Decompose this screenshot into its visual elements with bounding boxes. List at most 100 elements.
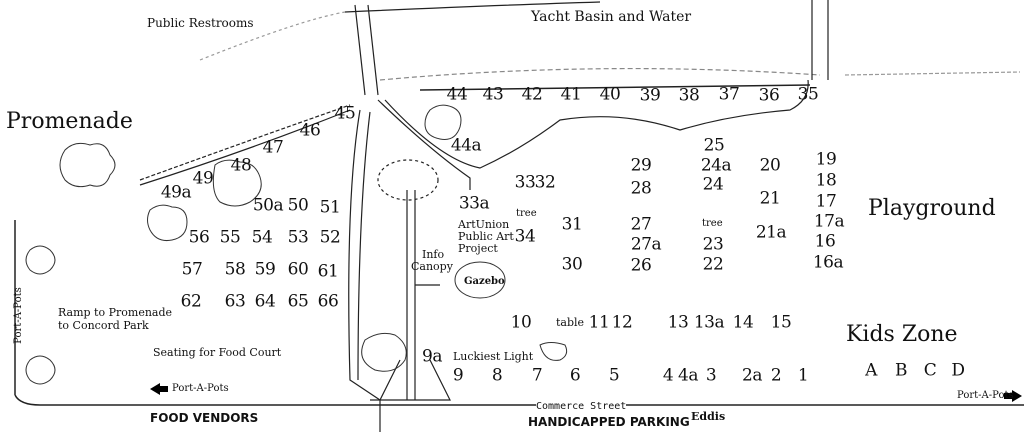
vendor-spot[interactable]: 9a (422, 346, 442, 367)
vendor-spot[interactable]: 44a (450, 135, 482, 156)
vendor-spot[interactable]: 28 (630, 178, 652, 199)
vendor-spot[interactable]: 8 (491, 365, 503, 386)
vendor-spot[interactable]: 37 (718, 84, 740, 105)
vendor-spot[interactable]: 38 (678, 85, 700, 106)
vendor-spot[interactable]: 14 (732, 312, 754, 333)
vendor-spot[interactable]: 63 (224, 291, 246, 312)
vendor-spot[interactable]: 15 (770, 312, 792, 333)
table-label: table (556, 316, 585, 329)
vendor-spot[interactable]: 60 (287, 259, 309, 280)
vendor-spot[interactable]: 50a (252, 195, 284, 216)
vendor-spot[interactable]: 9 (452, 365, 464, 386)
arrow-left-icon (150, 383, 168, 395)
vendor-spot[interactable]: 17 (815, 191, 837, 212)
food-vendors-label: FOOD VENDORS (150, 411, 259, 425)
vendor-spot[interactable]: 66 (317, 291, 339, 312)
luckiest-light-label: Luckiest Light (453, 350, 534, 363)
port-a-pots-left-label: Port-A-Pots (172, 383, 229, 394)
vendor-spot[interactable]: 23 (702, 234, 724, 255)
gazebo-label: Gazebo (464, 276, 505, 287)
vendor-spot[interactable]: 22 (702, 254, 724, 275)
vendor-spot[interactable]: 13a (693, 312, 725, 333)
vendor-spot[interactable]: 39 (639, 85, 661, 106)
artunion-label-1: ArtUnion (458, 218, 510, 231)
vendor-spot[interactable]: 55 (219, 227, 241, 248)
vendor-spot[interactable]: 3 (705, 365, 717, 386)
kids-spot[interactable]: A (865, 360, 877, 381)
vendor-spot[interactable]: 10 (510, 312, 532, 333)
vendor-spot[interactable]: 50 (287, 195, 309, 216)
vendor-spot[interactable]: 32 (534, 172, 556, 193)
ramp-label-line2: to Concord Park (58, 319, 149, 332)
vendor-spot[interactable]: 25 (703, 135, 725, 156)
vendor-spot[interactable]: 65 (287, 291, 309, 312)
vendor-spot[interactable]: 12 (611, 312, 633, 333)
tree-label: tree (516, 208, 537, 219)
vendor-spot[interactable]: 45 (334, 103, 356, 124)
vendor-spot[interactable]: 58 (224, 259, 246, 280)
vendor-spot[interactable]: 35 (797, 84, 819, 105)
vendor-spot[interactable]: 4a (678, 365, 698, 386)
vendor-spot[interactable]: 20 (759, 155, 781, 176)
vendor-spot[interactable]: 62 (180, 291, 202, 312)
vendor-spot[interactable]: 42 (521, 84, 543, 105)
vendor-spot[interactable]: 19 (815, 149, 837, 170)
vendor-spot[interactable]: 52 (319, 227, 341, 248)
vendor-spot[interactable]: 53 (287, 227, 309, 248)
vendor-spot[interactable]: 41 (560, 84, 582, 105)
vendor-spot[interactable]: 16a (812, 252, 844, 273)
vendor-spot[interactable]: 16 (814, 231, 836, 252)
vendor-spot[interactable]: 6 (569, 365, 581, 386)
vendor-spot[interactable]: 43 (482, 84, 504, 105)
vendor-spot[interactable]: 1 (797, 365, 809, 386)
artunion-label-2: Public Art (458, 230, 514, 243)
vendor-spot[interactable]: 17a (813, 211, 845, 232)
vendor-spot[interactable]: 36 (758, 85, 780, 106)
vendor-spot[interactable]: 21 (759, 188, 781, 209)
vendor-spot[interactable]: 51 (319, 197, 341, 218)
vendor-spot[interactable]: 64 (254, 291, 276, 312)
vendor-spot[interactable]: 2 (770, 365, 782, 386)
vendor-spot[interactable]: 18 (815, 170, 837, 191)
vendor-spot[interactable]: 33a (458, 193, 490, 214)
vendor-spot[interactable]: 49a (160, 182, 192, 203)
vendor-spot[interactable]: 26 (630, 255, 652, 276)
vendor-spot[interactable]: 61 (317, 261, 339, 282)
arrow-right-icon (1004, 390, 1022, 402)
commerce-street-label: Commerce Street (536, 401, 627, 412)
vendor-spot[interactable]: 57 (181, 259, 203, 280)
vendor-spot[interactable]: 24a (700, 155, 732, 176)
vendor-spot[interactable]: 5 (608, 365, 620, 386)
vendor-spot[interactable]: 21a (755, 222, 787, 243)
vendor-spot[interactable]: 54 (251, 227, 273, 248)
kids-spot[interactable]: C (923, 360, 937, 381)
vendor-spot[interactable]: 7 (531, 365, 543, 386)
vendor-spot[interactable]: 24 (702, 174, 724, 195)
vendor-spot[interactable]: 27a (630, 234, 662, 255)
vendor-spot[interactable]: 40 (599, 84, 621, 105)
vendor-spot[interactable]: 34 (514, 226, 536, 247)
promenade-label: Promenade (6, 109, 133, 134)
vendor-spot[interactable]: 4 (662, 365, 674, 386)
vendor-spot[interactable]: 11 (588, 312, 610, 333)
playground-label: Playground (868, 196, 996, 221)
vendor-spot[interactable]: 56 (188, 227, 210, 248)
vendor-spot[interactable]: 30 (561, 254, 583, 275)
vendor-spot[interactable]: 49 (192, 168, 214, 189)
vendor-spot[interactable]: 48 (230, 155, 252, 176)
vendor-spot[interactable]: 2a (742, 365, 762, 386)
seating-label: Seating for Food Court (153, 346, 282, 359)
artunion-label-3: Project (458, 242, 498, 255)
kids-spot[interactable]: B (895, 360, 908, 381)
vendor-spot[interactable]: 13 (667, 312, 689, 333)
vendor-spot[interactable]: 59 (254, 259, 276, 280)
vendor-spot[interactable]: 46 (299, 120, 321, 141)
vendor-spot[interactable]: 47 (262, 137, 284, 158)
kids-spot[interactable]: D (951, 360, 965, 381)
vendor-spot[interactable]: 44 (446, 84, 468, 105)
vendor-spot[interactable]: 29 (630, 155, 652, 176)
vendor-spot[interactable]: 31 (561, 214, 583, 235)
vendor-spot[interactable]: 27 (630, 214, 652, 235)
vendor-spot[interactable]: 33 (514, 172, 536, 193)
